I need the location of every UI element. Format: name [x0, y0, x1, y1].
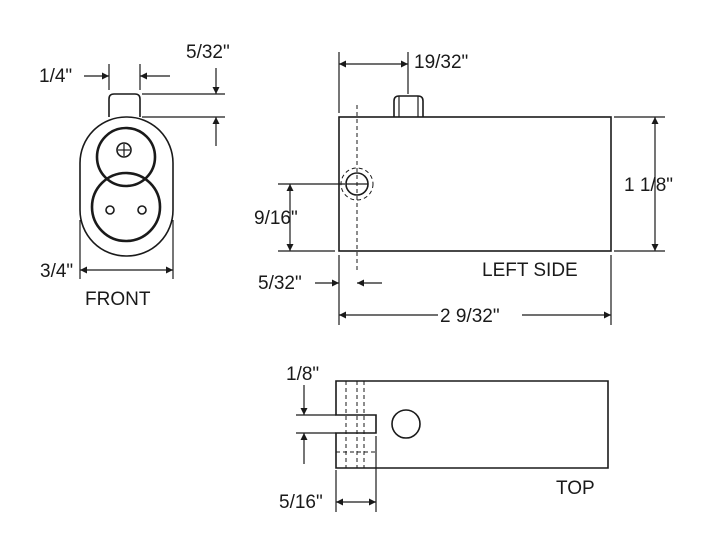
- side-pin: [393, 95, 424, 117]
- side-hole-height-label: 9/16": [254, 208, 298, 229]
- front-body-outer: [79, 116, 174, 257]
- front-view: 1/4" 5/32" 3/4" FRONT: [39, 42, 230, 310]
- front-pin-width-label: 1/4": [39, 66, 72, 87]
- side-hole-offset-label: 5/32": [258, 273, 302, 294]
- side-height-label: 1 1/8": [624, 175, 673, 196]
- front-view-title: FRONT: [85, 289, 151, 310]
- left-side-view-title: LEFT SIDE: [482, 260, 578, 281]
- top-view-title: TOP: [556, 478, 595, 499]
- front-hole-left: [105, 205, 115, 215]
- side-body: [338, 116, 612, 252]
- front-screw-icon: [116, 142, 132, 158]
- front-pin-height-label: 5/32": [186, 42, 230, 63]
- front-pin: [108, 93, 141, 117]
- front-upper-lobe: [95, 126, 157, 188]
- side-pin-offset-label: 19/32": [414, 52, 468, 73]
- top-view: 1/8" 5/16" TOP: [279, 364, 609, 513]
- front-lower-lobe: [90, 171, 162, 243]
- top-slot-depth-label: 5/16": [279, 492, 323, 513]
- side-length-label: 2 9/32": [440, 306, 500, 327]
- front-width-label: 3/4": [40, 261, 73, 282]
- front-hole-right: [137, 205, 147, 215]
- top-slot-width-label: 1/8": [286, 364, 319, 385]
- top-hole: [391, 409, 421, 439]
- left-side-view: 19/32" 1 1/8" 9/16" 5/32" LEFT SIDE 2 9/…: [254, 52, 673, 327]
- top-body: [335, 380, 609, 469]
